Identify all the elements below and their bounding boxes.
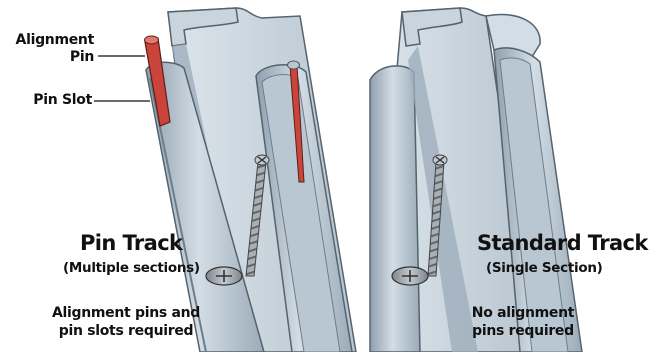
pin-slot-callout: Pin Slot xyxy=(33,92,92,109)
standard-track-left-rail xyxy=(370,66,420,352)
alignment-pin-tip xyxy=(145,36,159,44)
pin-track-subtitle: (Multiple sections) xyxy=(63,260,200,276)
pin-track-illustration xyxy=(94,8,356,352)
pin-track-description: Alignment pins and pin slots required xyxy=(38,304,214,340)
standard-track-description: No alignment pins required xyxy=(458,304,588,340)
alignment-pin-callout: Alignment Pin xyxy=(16,32,94,66)
standard-track-illustration xyxy=(370,8,582,352)
standard-track-title: Standard Track xyxy=(477,231,648,255)
alignment-pin-secondary-tip xyxy=(288,61,300,69)
pin-track-title: Pin Track xyxy=(80,231,182,255)
standard-track-subtitle: (Single Section) xyxy=(486,260,603,276)
